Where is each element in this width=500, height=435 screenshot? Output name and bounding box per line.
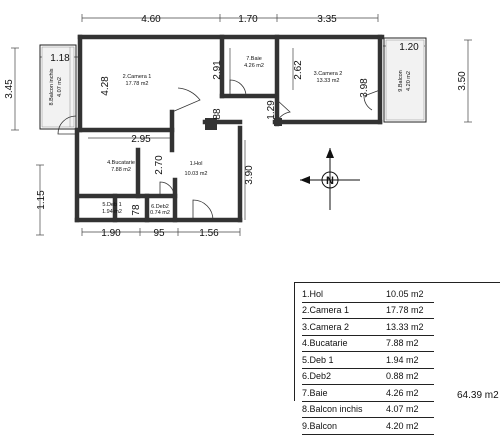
legend-room-name: 9.Balcon xyxy=(302,417,382,435)
dim-balcony-right: 1.20 xyxy=(399,42,419,53)
dim-bottom-2: 95 xyxy=(153,228,165,239)
dim-hol-height: 3.90 xyxy=(244,165,255,185)
dimension-labels: 4.60 1.70 3.35 1.90 95 1.56 1.18 1.20 2.… xyxy=(4,14,468,239)
dim-bottom-1: 1.90 xyxy=(101,228,121,239)
room-name-bucatarie: 4.Bucatarie xyxy=(107,160,135,166)
door-balcon xyxy=(363,89,381,111)
dim-bottom-3: 1.56 xyxy=(199,228,219,239)
dim-left-outer: 3.45 xyxy=(4,79,15,99)
legend-room-area: 4.20 m2 xyxy=(382,417,434,435)
legend-room-name: 5.Deb 1 xyxy=(302,351,382,369)
compass: N xyxy=(300,148,360,210)
compass-label: N xyxy=(326,175,334,187)
dim-left-lower: 1.15 xyxy=(36,190,47,210)
wall-pillar xyxy=(205,118,217,130)
legend-room-name: 8.Balcon inchis xyxy=(302,401,382,418)
legend-room-area: 10.05 m2 xyxy=(382,286,434,303)
door-deb xyxy=(159,181,175,197)
balcony-right xyxy=(383,37,427,123)
door-camera-1 xyxy=(171,87,201,113)
legend-room-name: 1.Hol xyxy=(302,286,382,303)
dim-camera-2-vertical: 2.62 xyxy=(293,60,304,80)
legend-room-area: 13.33 m2 xyxy=(382,318,434,336)
room-area-baie: 4.26 m2 xyxy=(244,63,264,69)
legend-room-name: 7.Baie xyxy=(302,384,382,402)
dim-bucatarie-height: 2.70 xyxy=(154,155,165,175)
balcony-right-area: 4.20 m2 xyxy=(406,71,412,91)
balcony-left-area: 4.07 m2 xyxy=(57,77,63,97)
dim-deb-height: 78 xyxy=(131,204,142,216)
dim-balcony-left: 1.18 xyxy=(50,53,70,64)
room-name-deb-1: 5.Deb 1 xyxy=(102,202,121,208)
room-area-camera-2: 13.33 m2 xyxy=(317,78,340,84)
legend-room-name: 4.Bucatarie xyxy=(302,335,382,352)
dim-top-3: 3.35 xyxy=(317,14,337,25)
dim-top-1: 4.60 xyxy=(141,14,161,25)
dim-wall-thickness: 88 xyxy=(212,108,223,120)
door-balcony-left xyxy=(57,115,77,135)
dim-bucatarie-width: 2.95 xyxy=(131,134,151,145)
legend-room-area: 1.94 m2 xyxy=(382,351,434,369)
legend-room-area: 4.07 m2 xyxy=(382,401,434,418)
wall-pillar xyxy=(274,118,282,126)
door-entrance xyxy=(192,199,214,221)
dim-top-2: 1.70 xyxy=(238,14,258,25)
room-area-bucatarie: 7.88 m2 xyxy=(111,167,131,173)
balcony-left xyxy=(39,44,77,130)
dim-right-room: 3.98 xyxy=(359,78,370,98)
room-name-hol: 1.Hol xyxy=(190,161,203,167)
room-area-deb-2: 0.74 m2 xyxy=(150,210,170,216)
legend-room-area: 0.88 m2 xyxy=(382,368,434,385)
room-area-hol: 10.03 m2 xyxy=(185,171,208,177)
walls xyxy=(74,34,385,223)
legend-room-name: 3.Camera 2 xyxy=(302,318,382,336)
room-labels: 2.Camera 1 17.78 m2 7.Baie 4.26 m2 3.Cam… xyxy=(49,56,412,216)
room-name-camera-1: 2.Camera 1 xyxy=(123,74,152,80)
legend-room-name: 2.Camera 1 xyxy=(302,302,382,319)
room-name-baie: 7.Baie xyxy=(246,56,262,62)
room-name-camera-2: 3.Camera 2 xyxy=(314,71,343,77)
legend-room-area: 7.88 m2 xyxy=(382,335,434,352)
dim-right-outer: 3.50 xyxy=(457,71,468,91)
room-area-camera-1: 17.78 m2 xyxy=(126,81,149,87)
door-baie xyxy=(229,79,247,97)
room-name-deb-2: 6.Deb2 xyxy=(151,204,169,210)
legend-room-name: 6.Deb2 xyxy=(302,368,382,385)
dim-baie-vertical: 2.91 xyxy=(212,60,223,80)
door-camera-2 xyxy=(276,99,291,123)
balcony-left-name: 8.Balcon inchis xyxy=(49,68,55,105)
floor-plan: N 4.60 1.70 3.35 1.90 95 1.56 1.18 1.20 … xyxy=(4,14,472,239)
dim-hol-right: 1.29 xyxy=(266,100,277,120)
total-area: 64.39 m2 xyxy=(457,390,499,401)
dim-left-room: 4.28 xyxy=(100,76,111,96)
legend-room-area: 4.26 m2 xyxy=(382,384,434,402)
doors xyxy=(57,79,381,221)
legend-room-area: 17.78 m2 xyxy=(382,302,434,319)
room-area-deb-1: 1.94 m2 xyxy=(102,209,122,215)
balcony-right-name: 9.Balcon xyxy=(398,70,404,91)
